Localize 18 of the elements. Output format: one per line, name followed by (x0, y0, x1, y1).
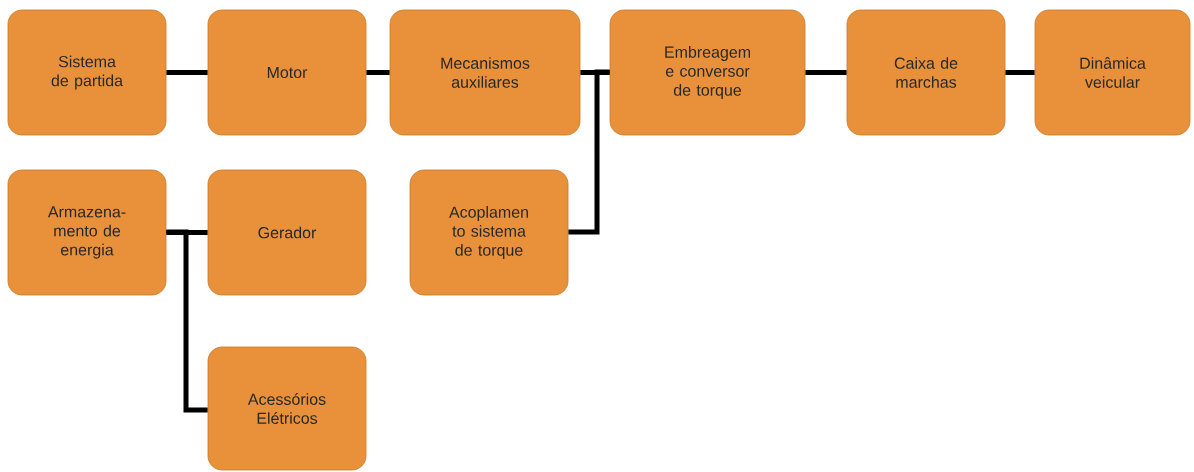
process-box: Acessórios Elétricos (207, 346, 367, 471)
connector-line (166, 70, 208, 75)
connector-line (568, 69, 610, 235)
connector-line (805, 70, 847, 75)
process-box: Acoplamen to sistema de torque (409, 169, 569, 296)
connector-line (166, 229, 208, 413)
process-box: Sistema de partida (7, 9, 167, 136)
connector-line (1005, 70, 1035, 75)
connector-line (580, 70, 610, 75)
process-box: Armazena- mento de energia (7, 169, 167, 296)
process-box: Motor (207, 9, 367, 136)
connector-line (366, 70, 390, 75)
connector-line (166, 230, 208, 235)
process-box: Gerador (207, 169, 367, 296)
process-box: Mecanismos auxiliares (389, 9, 581, 136)
process-box: Caixa de marchas (846, 9, 1006, 136)
process-box: Dinâmica veicular (1034, 9, 1191, 136)
process-box: Embreagem e conversor de torque (609, 9, 806, 136)
